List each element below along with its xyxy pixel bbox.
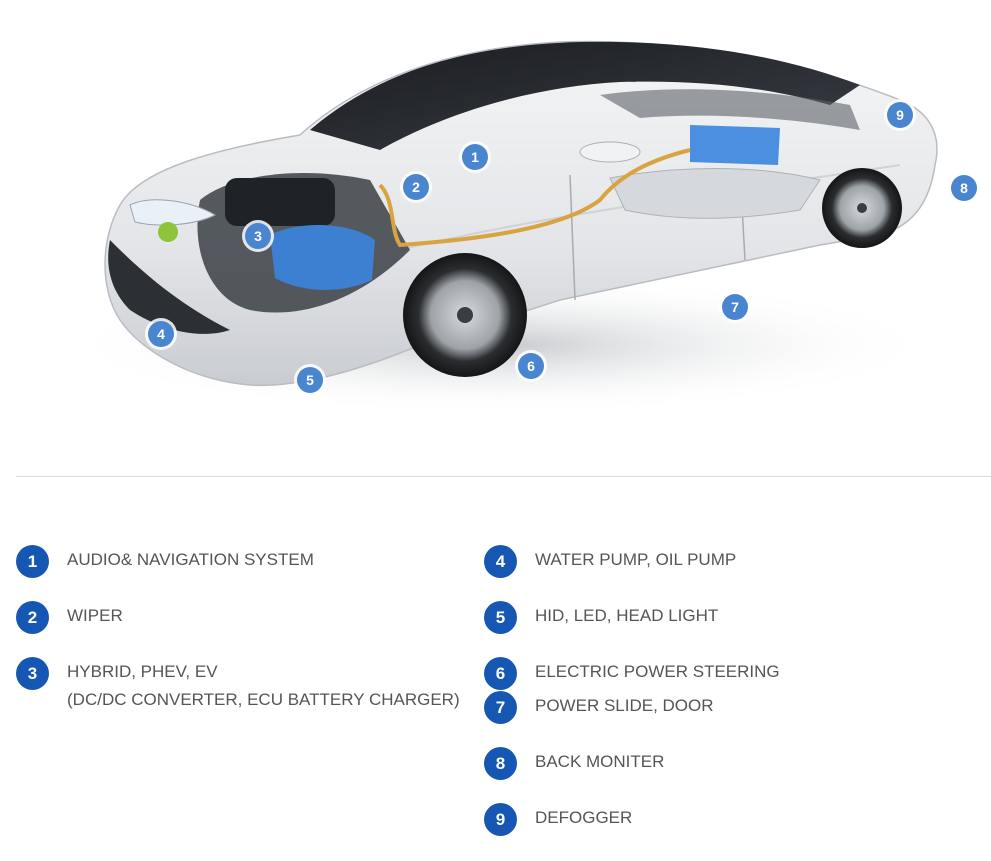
side-window	[600, 89, 860, 130]
legend-label-7: POWER SLIDE, DOOR	[535, 696, 714, 715]
windshield-roof	[310, 41, 860, 150]
hybrid-logo	[158, 222, 178, 242]
marker-4: 4	[148, 321, 174, 347]
marker-3: 3	[245, 223, 271, 249]
marker-9: 9	[887, 102, 913, 128]
legend-label-2: WIPER	[67, 606, 123, 625]
legend-label-5: HID, LED, HEAD LIGHT	[535, 606, 719, 625]
car-illustration	[60, 40, 940, 415]
legend-label-8: BACK MONITER	[535, 752, 665, 771]
legend-label-4: WATER PUMP, OIL PUMP	[535, 550, 737, 569]
marker-1: 1	[462, 144, 488, 170]
legend-label-6: ELECTRIC POWER STEERING	[535, 662, 780, 681]
marker-8: 8	[951, 175, 977, 201]
trunk-floor	[609, 167, 821, 219]
legend-label-3: HYBRID, PHEV, EV	[67, 662, 218, 681]
legend-badge-1: 1	[16, 545, 49, 578]
legend-label-1: AUDIO& NAVIGATION SYSTEM	[67, 550, 314, 569]
legend-badge-4: 4	[484, 545, 517, 578]
rear-wheel-hub	[857, 203, 867, 213]
legend-badge-8: 8	[484, 747, 517, 780]
front-grille	[108, 240, 230, 334]
legend-badge-3: 3	[16, 657, 49, 690]
headlight	[129, 199, 217, 226]
legend-badge-5: 5	[484, 601, 517, 634]
marker-6: 6	[518, 353, 544, 379]
car-cutaway-figure: 1 2 3 4 5 6 7 8 9	[60, 40, 977, 415]
body-crease	[399, 164, 901, 251]
motor-unit	[270, 224, 375, 290]
legend-badge-6: 6	[484, 657, 517, 690]
divider	[16, 476, 991, 477]
hv-cable	[378, 148, 691, 248]
battery-pack	[690, 125, 780, 165]
engine-cover	[225, 178, 335, 226]
dome-light	[579, 141, 641, 163]
legend-badge-2: 2	[16, 601, 49, 634]
front-wheel-hub	[457, 307, 473, 323]
legend-badge-7: 7	[484, 691, 517, 724]
legend-label-9: DEFOGGER	[535, 808, 633, 827]
marker-5: 5	[297, 367, 323, 393]
marker-2: 2	[403, 174, 429, 200]
legend-sublabel-3: (DC/DC CONVERTER, ECU BATTERY CHARGER)	[67, 690, 460, 709]
marker-7: 7	[722, 294, 748, 320]
legend-badge-9: 9	[484, 803, 517, 836]
